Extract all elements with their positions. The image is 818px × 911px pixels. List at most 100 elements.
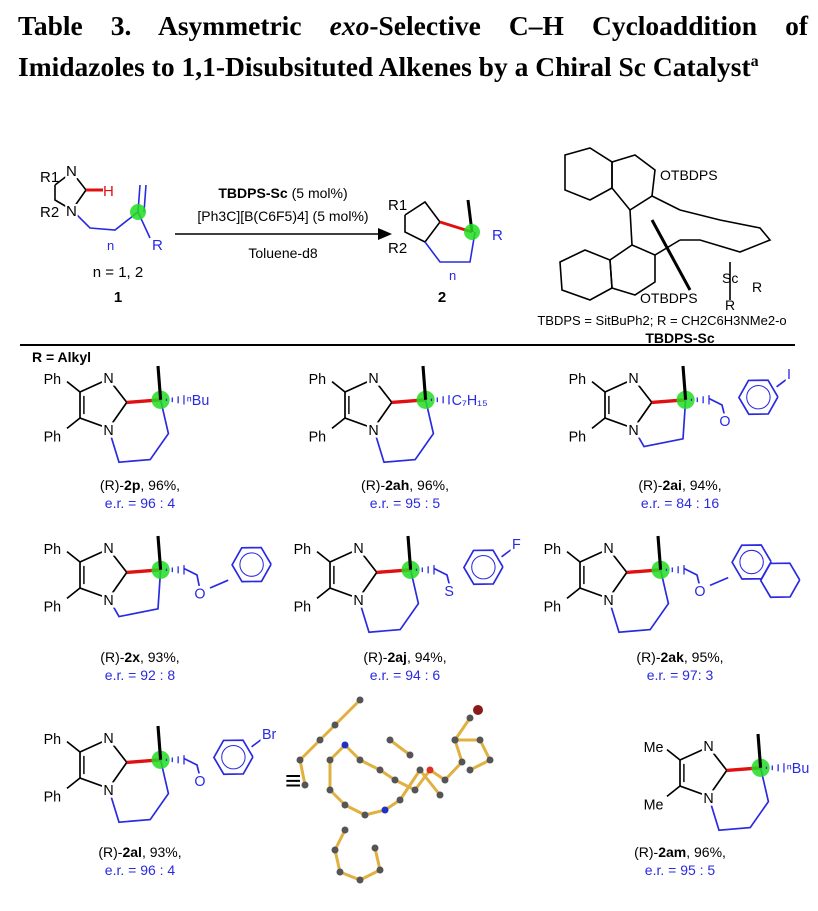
- compound-id: 2ah: [385, 477, 409, 493]
- compound-prefix: (R)-: [100, 649, 124, 665]
- crystal-bond: [373, 847, 382, 871]
- crystal-bond: [328, 743, 347, 762]
- aryl-bond: [316, 587, 331, 600]
- aryl-bond: [566, 550, 581, 563]
- compound-label: (R)-2ak, 95%,: [636, 649, 723, 665]
- n1-label: N: [628, 423, 638, 439]
- crystal-bond: [418, 769, 442, 796]
- five-membered-ring: [107, 569, 162, 618]
- compound-2-number: 2: [438, 289, 446, 306]
- equivalence-symbol: ≡: [285, 765, 301, 796]
- crystal-atom: [411, 786, 419, 794]
- crystal-bond: [333, 829, 347, 851]
- six-membered-ring: [372, 399, 435, 464]
- six-membered-ring: [107, 759, 170, 824]
- n3-label: N: [103, 371, 113, 387]
- catalyst-loading: (5 mol%): [292, 185, 348, 201]
- product-r2: R2: [388, 240, 407, 257]
- stereocenter-marker: [151, 750, 170, 769]
- n1-label: N: [103, 783, 113, 799]
- methyl-wedge: [156, 725, 163, 760]
- compound-id: 2p: [124, 477, 140, 493]
- n1-label: N: [103, 593, 113, 609]
- reactant-1: [54, 170, 151, 239]
- crystal-atom: [426, 766, 434, 774]
- compound-id: 2aj: [387, 649, 406, 665]
- methyl-wedge: [656, 535, 663, 570]
- stereocenter-marker: [651, 560, 670, 579]
- substituent-label: ⁿBu: [787, 761, 810, 777]
- aryl-bond: [66, 587, 81, 600]
- product-n: n: [449, 268, 456, 283]
- crystal-atom: [356, 696, 364, 704]
- otbdps-top: OTBDPS: [660, 167, 718, 183]
- n1-label: N: [603, 593, 613, 609]
- imidazole-ring: [79, 547, 128, 600]
- compound-label: (R)-2x, 93%,: [100, 649, 179, 665]
- r2-label: R2: [40, 204, 59, 221]
- compound-label: (R)-2ai, 94%,: [638, 477, 721, 493]
- n3-label: N: [603, 541, 613, 557]
- imidazole-ring: [79, 737, 128, 790]
- crystal-atom: [381, 806, 389, 814]
- section-label: R = Alkyl: [32, 349, 91, 365]
- para-substituent-label: I: [787, 367, 791, 383]
- sc-r-label-2: R: [725, 297, 735, 313]
- crystal-bond: [478, 739, 492, 761]
- compound-label: (R)-2al, 93%,: [98, 844, 181, 860]
- compound-id: 2x: [124, 649, 140, 665]
- title-italic: exo: [329, 10, 370, 41]
- para-substituent-label: Br: [262, 727, 277, 743]
- aryl-bottom-label: Ph: [309, 429, 327, 445]
- compound-id: 2al: [122, 844, 141, 860]
- compound-prefix: (R)-: [638, 477, 662, 493]
- aryl-top-label: Ph: [44, 732, 62, 748]
- aromatic-circle: [746, 384, 771, 410]
- catalyst-name: TBDPS-Sc: [218, 185, 287, 201]
- methyl-wedge: [681, 365, 688, 400]
- crystal-atom: [301, 781, 309, 789]
- aryl-ring: [231, 546, 272, 583]
- aryl-bottom-label: Ph: [294, 599, 312, 615]
- six-membered-ring: [607, 569, 670, 634]
- methyl-wedge: [156, 365, 163, 400]
- crystal-atom: [406, 751, 414, 759]
- aryl-bond: [331, 380, 346, 393]
- crystal-atom: [376, 766, 384, 774]
- aryl-top-label: Ph: [44, 372, 62, 388]
- substituent-label: C₇H₁₅: [452, 393, 488, 409]
- crystal-bond: [398, 769, 422, 801]
- crystal-bond: [394, 778, 416, 792]
- crystal-atom: [416, 766, 424, 774]
- aryl-bond: [66, 777, 81, 790]
- imidazole-ring: [679, 745, 728, 798]
- crystal-bond: [453, 717, 472, 741]
- linker-bond: [183, 567, 201, 589]
- compound-yield: , 96%,: [140, 477, 180, 493]
- para-substituent-label: F: [512, 537, 521, 553]
- compound-prefix: (R)-: [634, 844, 658, 860]
- title-footnote-mark: a: [750, 53, 759, 70]
- enantiomeric-ratio: e.r. = 92 : 8: [105, 667, 176, 683]
- aryl-top-label: Ph: [309, 372, 327, 388]
- r1-label: R1: [40, 169, 59, 186]
- aryl-top-label: Me: [644, 740, 664, 756]
- crystal-bond: [359, 868, 381, 882]
- crystal-bond: [339, 870, 361, 882]
- compound-id: 2ai: [662, 477, 681, 493]
- crystal-structure-image: [296, 696, 494, 884]
- imidazole-ring: [344, 377, 393, 430]
- n3-label: N: [628, 371, 638, 387]
- imidazole-ring: [54, 170, 87, 212]
- crystal-bond: [469, 758, 491, 772]
- aromatic-circle: [739, 549, 764, 575]
- catalyst-condition: TBDPS-Sc (5 mol%): [218, 185, 347, 201]
- crystal-bond: [453, 739, 464, 763]
- crystal-atom: [341, 826, 349, 834]
- substituent-label: ⁿBu: [187, 393, 210, 409]
